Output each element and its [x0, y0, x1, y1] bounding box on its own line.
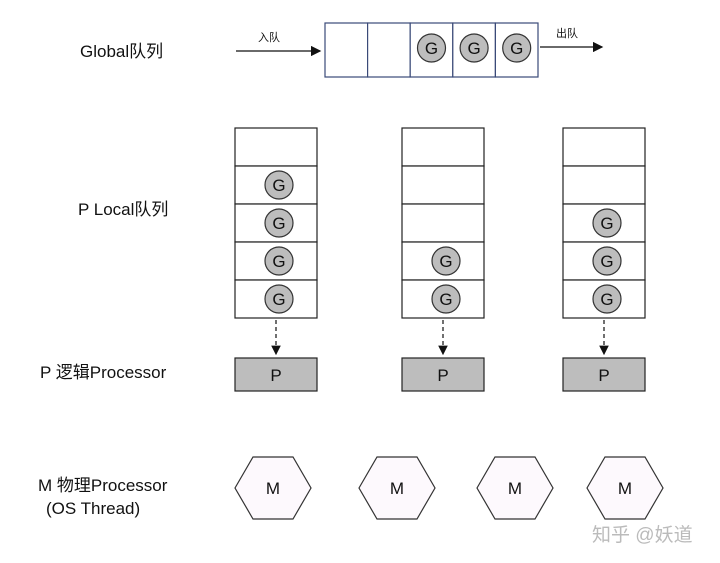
- os-thread-label: (OS Thread): [46, 499, 140, 518]
- watermark: 知乎 @妖道: [592, 524, 693, 546]
- global-queue-label: Global队列: [80, 42, 163, 61]
- m-thread-hexagon: [234, 456, 312, 520]
- p-processor-box: [234, 357, 318, 392]
- goroutine-circle: [592, 284, 622, 314]
- goroutine-label: G: [272, 290, 285, 309]
- local-queue-label: P Local队列: [78, 200, 168, 219]
- goroutine-circle: [502, 33, 532, 63]
- p-label: P: [437, 366, 448, 385]
- goroutine-label: G: [272, 214, 285, 233]
- p-processor-box: [562, 357, 646, 392]
- local-queue-slot: [401, 165, 485, 205]
- m-processor-label: M 物理Processor: [38, 476, 168, 495]
- goroutine-label: G: [272, 176, 285, 195]
- goroutine-circle: [459, 33, 489, 63]
- goroutine-label: G: [510, 39, 523, 58]
- goroutine-label: G: [600, 252, 613, 271]
- p-processor-label: P 逻辑Processor: [40, 363, 167, 382]
- goroutine-circle: [264, 284, 294, 314]
- local-queue-slot: [562, 127, 646, 167]
- p-label: P: [270, 366, 281, 385]
- global-queue-slot: [324, 22, 369, 78]
- local-queue-slot: [401, 127, 485, 167]
- dequeue-label: 出队: [556, 26, 578, 40]
- local-queue-slot: [401, 203, 485, 243]
- enqueue-label: 入队: [258, 30, 280, 44]
- m-thread-hexagon: [358, 456, 436, 520]
- goroutine-label: G: [467, 39, 480, 58]
- goroutine-label: G: [439, 290, 452, 309]
- goroutine-label: G: [425, 39, 438, 58]
- goroutine-circle: [592, 208, 622, 238]
- p-processor-box: [401, 357, 485, 392]
- local-queue-slot: [234, 127, 318, 167]
- goroutine-label: G: [272, 252, 285, 271]
- p-label: P: [598, 366, 609, 385]
- goroutine-circle: [431, 246, 461, 276]
- m-label: M: [508, 479, 522, 498]
- goroutine-circle: [264, 170, 294, 200]
- goroutine-label: G: [600, 290, 613, 309]
- goroutine-circle: [592, 246, 622, 276]
- goroutine-circle: [264, 246, 294, 276]
- goroutine-circle: [416, 33, 447, 63]
- m-label: M: [266, 479, 280, 498]
- goroutine-label: G: [439, 252, 452, 271]
- goroutine-label: G: [600, 214, 613, 233]
- m-label: M: [390, 479, 404, 498]
- global-queue-slot: [367, 22, 411, 78]
- m-thread-hexagon: [586, 456, 664, 520]
- local-queue-slot: [562, 165, 646, 205]
- m-thread-hexagon: [476, 456, 554, 520]
- m-label: M: [618, 479, 632, 498]
- goroutine-circle: [431, 284, 461, 314]
- goroutine-circle: [264, 208, 294, 238]
